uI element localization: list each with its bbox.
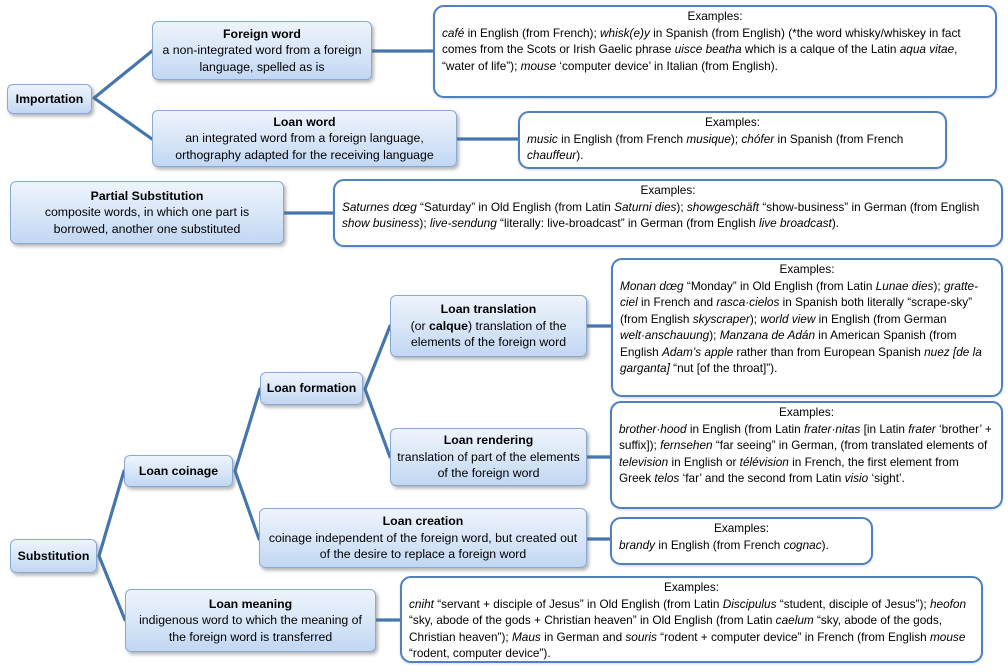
node-description: translation of part of the elements of t… (397, 449, 580, 481)
examples-text: music in English (from French musique); … (527, 131, 904, 163)
node-loan-coinage: Loan coinage (124, 455, 233, 487)
node-title: Importation (15, 91, 84, 106)
node-title: Loan creation (382, 514, 464, 529)
examples-box-loan-rendering: Examples: brother·hood in English (from … (610, 401, 1003, 509)
node-partial-substitution: Partial Substitution composite words, in… (10, 181, 284, 244)
examples-text: Monan dœg “Monday” in Old English (from … (620, 278, 982, 376)
examples-heading: Examples: (704, 115, 761, 129)
node-title: Loan formation (266, 381, 357, 396)
connector-importation-branches (92, 49, 154, 141)
examples-box-foreign-word: Examples: café in English (from French);… (433, 5, 997, 98)
examples-text: brandy in English (from French cognac). (619, 537, 829, 552)
node-loan-formation: Loan formation (260, 372, 363, 405)
examples-heading: Examples: (687, 9, 743, 23)
examples-box-partial-substitution: Examples: Saturnes dœg “Saturday” in Old… (333, 179, 1003, 247)
node-loan-meaning: Loan meaning indigenous word to which th… (125, 589, 376, 652)
node-title: Substitution (17, 548, 90, 563)
examples-heading: Examples: (640, 183, 696, 197)
node-title: Loan meaning (208, 596, 293, 611)
connector-loan-formation-branches (363, 324, 392, 459)
node-loan-rendering: Loan rendering translation of part of th… (390, 428, 587, 486)
node-description: composite words, in which one part is bo… (44, 205, 250, 236)
node-title: Loan word (273, 114, 336, 129)
node-description: a non-integrated word from a foreign lan… (162, 43, 362, 74)
examples-text: brother·hood in English (from Latin frat… (619, 421, 992, 486)
node-title: Foreign word (223, 26, 301, 41)
node-title: Loan rendering (443, 433, 534, 448)
node-loan-creation: Loan creation coinage independent of the… (259, 508, 587, 568)
examples-heading: Examples: (713, 521, 770, 535)
examples-heading: Examples: (778, 405, 835, 419)
node-importation: Importation (7, 84, 92, 114)
examples-text: cniht “servant + disciple of Jesus” in O… (409, 596, 967, 661)
node-foreign-word: Foreign word a non-integrated word from … (152, 21, 372, 80)
examples-box-loan-translation: Examples: Monan dœg “Monday” in Old Engl… (611, 258, 1003, 397)
node-description: indigenous word to which the meaning of … (139, 613, 362, 644)
node-description: (or calque) translation of the elements … (410, 318, 567, 350)
connector-loan-coinage-branches (233, 387, 262, 541)
node-description: an integrated word from a foreign langua… (175, 131, 434, 162)
node-description: coinage independent of the foreign word,… (268, 530, 578, 562)
node-title: Loan coinage (138, 463, 219, 478)
node-title: Loan translation (440, 302, 537, 317)
examples-text: Saturnes dœg “Saturday” in Old English (… (342, 199, 980, 231)
connector-substitution-branches (97, 469, 127, 622)
node-loan-translation: Loan translation (or calque) translation… (390, 295, 587, 357)
node-loan-word: Loan word an integrated word from a fore… (152, 110, 457, 167)
examples-text: café in English (from French); whisk(e)y… (442, 25, 961, 73)
examples-box-loan-meaning: Examples: cniht “servant + disciple of J… (400, 576, 983, 663)
examples-box-loan-word: Examples: music in English (from French … (518, 111, 947, 169)
examples-box-loan-creation: Examples: brandy in English (from French… (610, 517, 873, 565)
examples-heading: Examples: (779, 262, 835, 276)
node-title: Partial Substitution (90, 188, 204, 203)
examples-heading: Examples: (663, 580, 720, 594)
node-substitution: Substitution (10, 539, 97, 573)
